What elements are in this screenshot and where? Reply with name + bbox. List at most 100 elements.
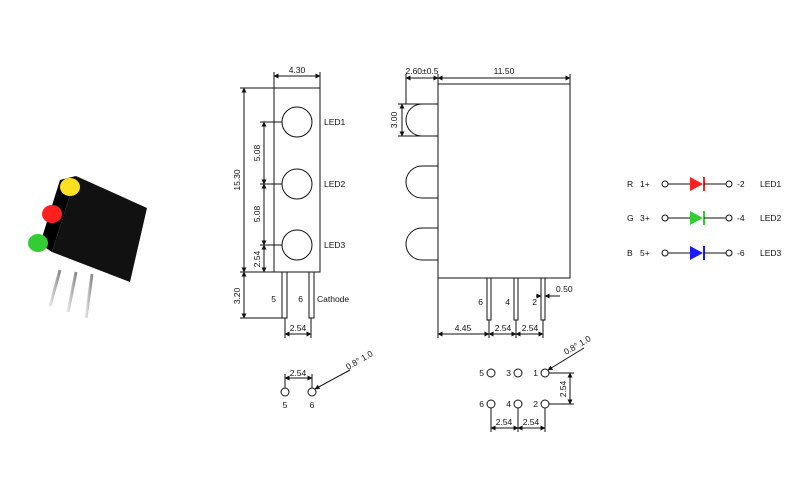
photo-lead xyxy=(48,269,62,307)
schematic-row: R 1+ -2 LED1 xyxy=(627,177,782,191)
side-lead-2 xyxy=(540,277,546,321)
front-led-label-1: LED1 xyxy=(324,117,346,127)
schematic-row: G 3+ -4 LED2 xyxy=(627,211,782,225)
photo-housing xyxy=(52,176,147,282)
side-lead-6 xyxy=(486,277,492,321)
footprint-hole-6 xyxy=(486,399,496,409)
side-view-labels: 2.60±0.5 11.50 3.00 6 4 2 0.50 4.45 2.54… xyxy=(389,66,573,333)
schematic-anode-terminal xyxy=(661,180,669,188)
footprint-small-hole-6 xyxy=(307,387,317,397)
footprint-row-pitch: 2.54 xyxy=(558,380,568,397)
schematic-cathode-terminal xyxy=(725,180,733,188)
front-led-label-2: LED2 xyxy=(324,179,346,189)
schematic-cathode-terminal xyxy=(725,214,733,222)
schematic-led-label: LED3 xyxy=(760,248,782,258)
schematic-anode-label: 3+ xyxy=(640,213,650,223)
lead-width-dim: 0.50 xyxy=(556,284,573,294)
front-view-labels: 4.30 15.30 5.08 5.08 2.54 3.20 2.54 LED1… xyxy=(232,65,349,333)
lens-offset-dim: 2.60±0.5 xyxy=(405,66,438,76)
cathode-label: Cathode xyxy=(317,294,349,304)
side-lead-4 xyxy=(513,277,519,321)
side-lens-1 xyxy=(405,103,438,137)
footprint-hole-1 xyxy=(540,368,550,378)
front-lead-6 xyxy=(308,271,315,319)
front-view xyxy=(240,72,321,338)
side-pin-2-label: 2 xyxy=(532,297,537,307)
footprint-small-labels: 2.54 0.8° 1.0 5 6 xyxy=(283,348,375,410)
front-lead-5 xyxy=(281,271,288,319)
schematic-led-label: LED1 xyxy=(760,179,782,189)
schematic-color-letter: B xyxy=(627,248,633,258)
footprint-hole-3 xyxy=(513,368,523,378)
schematic-color-letter: G xyxy=(627,213,634,223)
schematic-cathode-label: -6 xyxy=(737,248,745,258)
front-height-dim: 15.30 xyxy=(232,169,242,191)
schematic-anode-terminal xyxy=(661,249,669,257)
schematic-led-label: LED2 xyxy=(760,213,782,223)
side-lens-3 xyxy=(405,227,438,261)
front-width-dim: 4.30 xyxy=(289,65,306,75)
footprint-col-dim-2: 2.54 xyxy=(523,417,540,427)
footprint-pin-4: 4 xyxy=(506,399,511,409)
front-pin-5-label: 5 xyxy=(271,294,276,304)
side-bottom-dim-2: 2.54 xyxy=(495,323,512,333)
footprint-pin-3: 3 xyxy=(506,368,511,378)
schematic-cathode-label: -2 xyxy=(737,179,745,189)
front-lead-pitch-dim: 2.54 xyxy=(290,323,307,333)
front-pitch-dim-2: 5.08 xyxy=(252,205,262,222)
photo-lead xyxy=(66,271,78,313)
schematic-anode-label: 5+ xyxy=(640,248,650,258)
schematic-anode-terminal xyxy=(661,214,669,222)
front-pin-6-label: 6 xyxy=(298,294,303,304)
footprint-small xyxy=(280,369,351,397)
lens-diameter-dim: 3.00 xyxy=(389,111,399,128)
photo-led-red xyxy=(42,205,62,223)
footprint-large-labels: 0.8° 1.0 5 3 1 6 4 2 2.54 2.54 2.54 xyxy=(479,333,592,427)
photo-led-yellow xyxy=(60,178,80,196)
footprint-pin-6: 6 xyxy=(479,399,484,409)
footprint-hole-4 xyxy=(513,399,523,409)
photo-lead xyxy=(84,273,94,319)
front-body-outline xyxy=(273,87,321,273)
footprint-hole-5 xyxy=(486,368,496,378)
footprint-col-dim-1: 2.54 xyxy=(496,417,513,427)
front-led-label-3: LED3 xyxy=(324,240,346,250)
footprint-small-pitch: 2.54 xyxy=(290,368,307,378)
side-lens-2 xyxy=(405,165,438,199)
front-led-3 xyxy=(281,229,313,261)
side-pin-4-label: 4 xyxy=(505,297,510,307)
side-body-outline xyxy=(437,83,571,279)
footprint-small-hole-5 xyxy=(280,387,290,397)
side-depth-dim: 11.50 xyxy=(494,66,515,76)
side-view xyxy=(398,74,571,338)
front-lead-length-dim: 3.20 xyxy=(232,287,242,304)
footprint-small-hole: 0.8° 1.0 xyxy=(344,348,375,371)
diode-icon xyxy=(690,177,703,191)
photo-led-green xyxy=(28,234,48,252)
footprint-pin-1: 1 xyxy=(533,368,538,378)
schematic-color-letter: R xyxy=(627,179,633,189)
front-led-2 xyxy=(281,168,313,200)
schematic-row: B 5+ -6 LED3 xyxy=(627,246,782,260)
footprint-hole-2 xyxy=(540,399,550,409)
footprint-small-pin-6: 6 xyxy=(310,400,315,410)
schematic-anode-label: 1+ xyxy=(640,179,650,189)
footprint-large-hole: 0.8° 1.0 xyxy=(562,333,593,356)
footprint-pin-2: 2 xyxy=(533,399,538,409)
front-pitch-dim-1: 5.08 xyxy=(252,144,262,161)
diode-icon xyxy=(690,211,703,225)
schematic-cathode-label: -4 xyxy=(737,213,745,223)
product-photo xyxy=(28,176,147,319)
side-pin-6-label: 6 xyxy=(478,297,483,307)
side-bottom-dim-1: 4.45 xyxy=(455,323,472,333)
footprint-large xyxy=(486,347,585,432)
footprint-small-pin-5: 5 xyxy=(283,400,288,410)
schematic-cathode-terminal xyxy=(725,249,733,257)
footprint-pin-5: 5 xyxy=(479,368,484,378)
front-bottom-offset-dim: 2.54 xyxy=(252,250,262,267)
front-led-1 xyxy=(281,106,313,138)
diode-icon xyxy=(690,246,703,260)
side-bottom-dim-3: 2.54 xyxy=(522,323,539,333)
